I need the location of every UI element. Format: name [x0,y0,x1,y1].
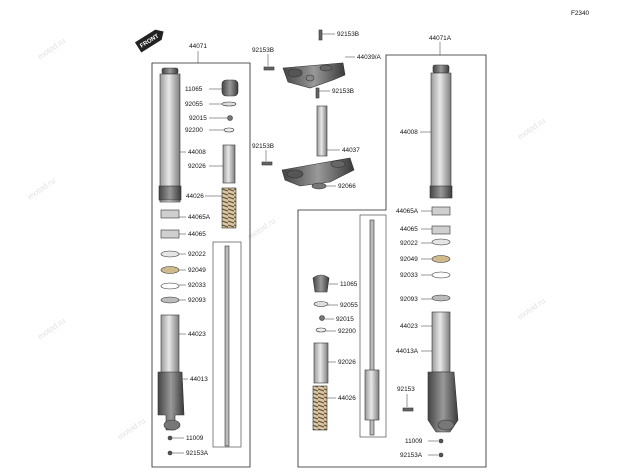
part-label: 92093 [188,297,206,304]
part-label: 44008 [400,129,418,136]
nut-label: 92066 [338,183,356,190]
part-label: 11009 [186,435,204,442]
part-label: 92026 [188,163,206,170]
watermark-text: motod.ru [36,316,67,341]
part-label: 92022 [400,240,418,247]
inner-cartridge-labels: 11065 92055 92015 92200 92026 44026 [325,281,358,402]
part-label: 44065A [396,208,419,215]
part-label: 44008 [188,149,206,156]
part-label: 11065 [185,86,203,93]
part-label: 92022 [188,251,206,258]
part-label: 44065 [188,231,206,238]
part-label: 92200 [185,127,203,134]
part-label: 92033 [400,272,418,279]
watermark-text: motod.ru [246,216,277,241]
left-part-labels: 11065 92055 92015 92200 44008 92026 4402… [167,86,227,457]
part-label: 92026 [338,359,356,366]
left-seal-stack [160,209,180,304]
figure-code: F2340 [571,10,590,17]
bottom-bolt [438,452,444,458]
left-assembly-frame [151,62,251,468]
watermark-text: motod.ru [516,116,547,141]
part-label: 44013A [396,348,419,355]
front-direction-badge: FRONT [134,29,164,53]
part-label: 92033 [188,282,206,289]
part-label: 44023 [400,323,418,330]
right-part-labels: 44008 44065A 44065 92022 92049 92033 920… [396,129,444,459]
part-label: 92015 [189,115,207,122]
stem-label: 44037 [342,147,360,154]
part-label: 44026 [186,193,204,200]
watermark-text: motod.ru [516,296,547,321]
stem-bolt-label: 92153B [252,143,274,150]
upper-bracket-bolts: 92153B 92153B 92153B 44039/A [252,29,382,99]
bolt-92153b [318,29,323,41]
right-seal-stack [431,206,451,302]
axle-clamp-bolt [402,407,414,412]
bolt-92153b [315,87,320,99]
part-label: 92049 [188,267,206,274]
right-assembly-frame [297,54,487,468]
drain-bolt [167,435,173,441]
part-label: 92015 [336,316,354,323]
bolt-label: 92153B [332,88,354,95]
bolt-label: 92153B [252,47,274,54]
part-label: 11009 [405,438,423,445]
watermark-text: motod.ru [36,36,67,61]
watermark-layer: motod.ru motod.ru motod.ru motod.ru moto… [26,36,547,441]
part-label: 44065 [400,226,418,233]
part-label: 44026 [338,395,356,402]
bottom-bolt [167,450,173,456]
inner-cartridge [312,214,387,438]
right-lower-slider [427,311,459,433]
part-label: 92200 [338,328,356,335]
drain-bolt [438,438,444,444]
part-label: 92055 [185,101,203,108]
watermark-text: motod.ru [26,176,57,201]
part-label: 92153A [186,450,209,457]
left-cartridge [212,79,242,448]
part-label: 92055 [340,302,358,309]
part-label: 44013 [190,376,208,383]
steering-stem [281,105,355,190]
part-label: 44023 [188,331,206,338]
watermark-text: motod.ru [116,416,147,441]
upper-triple-clamp [282,62,346,89]
left-lower-slider [157,314,185,431]
bracket-label: 44039/A [357,54,382,61]
part-label: 92049 [400,256,418,263]
part-label: 44065A [188,214,211,221]
left-group-label: 44071 [189,43,207,50]
left-outer-tube [158,67,182,203]
bolt-92153b [263,66,275,71]
part-label: 92093 [400,296,418,303]
bolt-label: 92153B [337,31,359,38]
part-label: 92153A [400,452,423,459]
stem-bolt [261,161,273,166]
part-label: 92153 [397,386,415,393]
right-group-label: 44071A [429,35,452,42]
part-label: 11065 [340,281,358,288]
right-outer-tube [429,64,453,199]
